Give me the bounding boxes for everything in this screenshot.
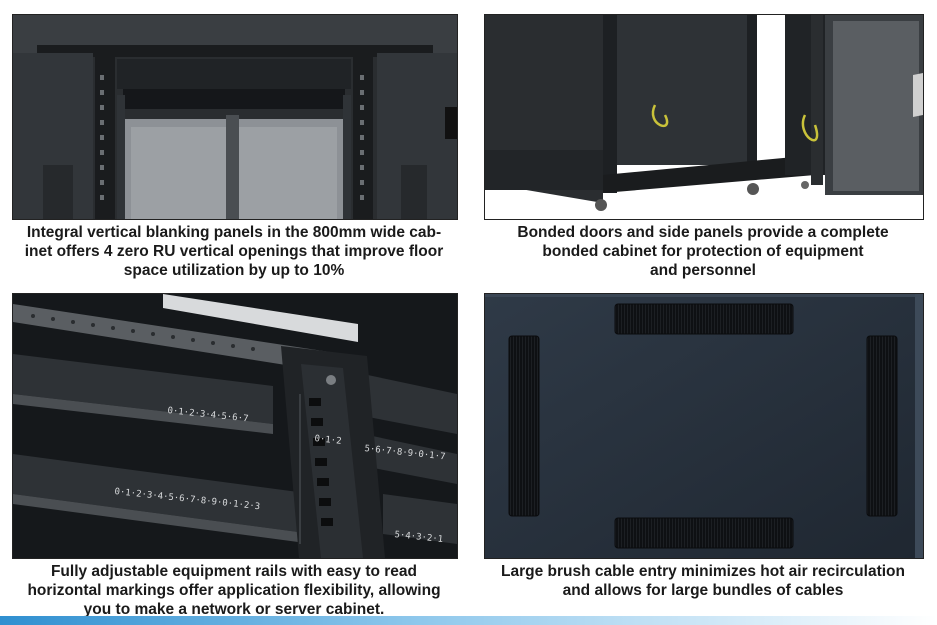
- figure-4-caption: Large brush cable entry minimizes hot ai…: [484, 562, 922, 600]
- caption-line: and allows for large bundles of cables: [562, 582, 844, 599]
- caption-line: and personnel: [650, 262, 756, 279]
- caption-line: bonded cabinet for protection of equipme…: [542, 243, 864, 260]
- caption-line: you to make a network or server cabinet.: [83, 601, 385, 618]
- figure-3-caption: Fully adjustable equipment rails with ea…: [12, 562, 456, 619]
- caption-line: space utilization by up to 10%: [123, 262, 345, 279]
- caption-line: Integral vertical blanking panels in the…: [26, 224, 442, 241]
- caption-line: inet offers 4 zero RU vertical openings …: [24, 243, 444, 260]
- caption-line: Large brush cable entry minimizes hot ai…: [501, 563, 905, 580]
- caption-line: Bonded doors and side panels provide a c…: [517, 224, 889, 241]
- figure-2-caption: Bonded doors and side panels provide a c…: [484, 223, 922, 280]
- figure-blanking-panels-photo: [12, 14, 458, 220]
- caption-line: Fully adjustable equipment rails with ea…: [50, 563, 418, 580]
- decorative-accent-wave: [0, 616, 937, 625]
- figure-equipment-rails-photo: 0·1·2·3·4·5·6·7 0·1·2·3·4·5·6·7·8·9·0·1·…: [12, 293, 458, 559]
- caption-line: horizontal markings offer application fl…: [27, 582, 441, 599]
- figure-1-caption: Integral vertical blanking panels in the…: [12, 223, 456, 280]
- figure-bonded-doors-photo: [484, 14, 924, 220]
- figure-brush-cable-entry-photo: [484, 293, 924, 559]
